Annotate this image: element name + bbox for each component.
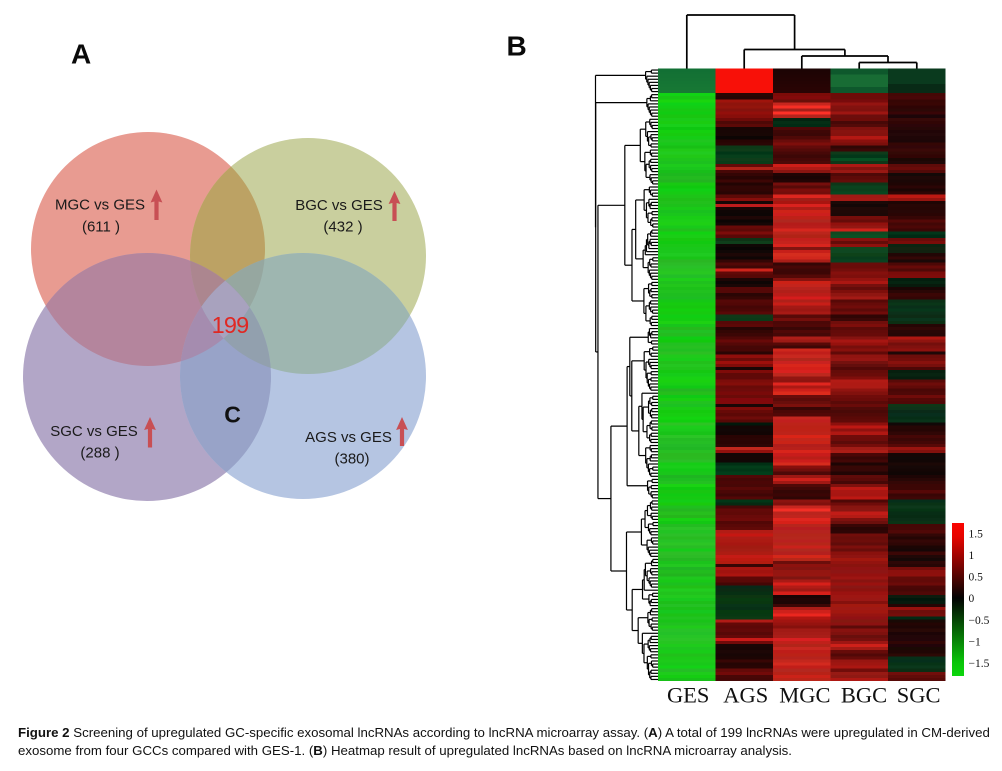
svg-text:AGS vs GES: AGS vs GES	[305, 429, 392, 446]
svg-text:199: 199	[212, 312, 249, 338]
svg-text:GES: GES	[667, 682, 710, 707]
svg-text:(380): (380)	[334, 451, 369, 468]
svg-text:(288 ): (288 )	[80, 445, 119, 462]
svg-text:MGC: MGC	[779, 682, 830, 707]
svg-text:0.5: 0.5	[969, 572, 984, 584]
svg-text:−0.5: −0.5	[969, 615, 990, 627]
svg-text:1: 1	[969, 550, 975, 562]
svg-text:−1.5: −1.5	[969, 658, 990, 670]
svg-text:C: C	[224, 402, 241, 428]
svg-text:SGC vs GES: SGC vs GES	[50, 423, 138, 440]
svg-text:1.5: 1.5	[969, 529, 984, 541]
svg-text:A: A	[71, 39, 91, 70]
svg-text:BGC vs GES: BGC vs GES	[295, 197, 383, 214]
svg-text:−1: −1	[969, 637, 981, 649]
svg-text:BGC: BGC	[841, 682, 887, 707]
svg-text:0: 0	[969, 593, 975, 605]
svg-text:(611 ): (611 )	[82, 219, 120, 236]
svg-text:SGC: SGC	[897, 682, 941, 707]
svg-text:MGC vs GES: MGC vs GES	[55, 197, 145, 214]
svg-text:(432 ): (432 )	[323, 219, 362, 236]
svg-text:AGS: AGS	[723, 682, 768, 707]
svg-text:B: B	[507, 31, 527, 62]
